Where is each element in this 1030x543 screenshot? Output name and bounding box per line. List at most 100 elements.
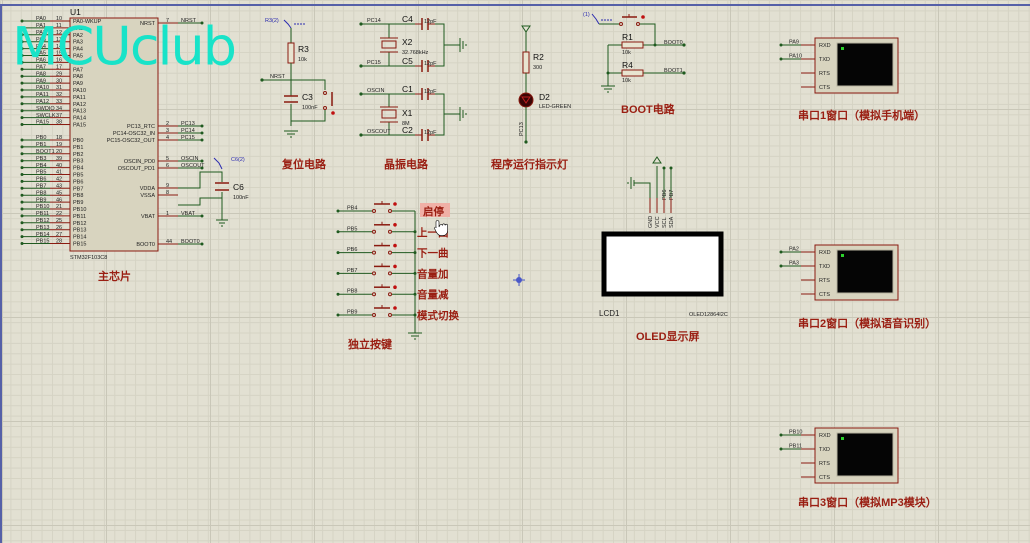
pin-number: 26 bbox=[56, 225, 62, 231]
x1-value: 8M bbox=[402, 121, 410, 127]
c1-value: 12pF bbox=[424, 89, 437, 95]
terminal-screen[interactable] bbox=[836, 432, 894, 477]
pin-net: PA7 bbox=[36, 65, 46, 71]
pin-name: PB12 bbox=[73, 221, 86, 227]
pc14-net: PC14 bbox=[367, 18, 381, 24]
pin-number: 32 bbox=[56, 92, 62, 98]
crystal-x1[interactable] bbox=[380, 106, 398, 123]
reset-circuit[interactable]: R3(2) R3 10k NRST C3 100nF 复位电路 bbox=[260, 18, 335, 171]
boot-button[interactable] bbox=[619, 14, 645, 26]
capacitor-c5[interactable] bbox=[415, 60, 435, 72]
resistor-r1[interactable] bbox=[621, 41, 644, 49]
boot1-net: BOOT1 bbox=[664, 68, 683, 74]
pin-net: PA2 bbox=[36, 30, 46, 36]
capacitor-c6[interactable]: C6 100nF C6(2) bbox=[178, 157, 249, 227]
terminal-title: 串口3窗口（模拟MP3模块） bbox=[798, 495, 937, 509]
pin-net: PA3 bbox=[36, 37, 46, 43]
origin-marker bbox=[513, 274, 525, 286]
led-d2[interactable] bbox=[518, 92, 534, 108]
terminal-screen[interactable] bbox=[836, 42, 894, 87]
crystal-circuit[interactable]: PC14 PC15 OSCIN OSCOUT X2 32.768kHz X1 8… bbox=[359, 14, 467, 171]
terminal-pin-rxd: RXD bbox=[819, 43, 831, 49]
oscout-net: OSCOUT bbox=[367, 129, 391, 135]
resistor-r4[interactable] bbox=[621, 69, 644, 77]
pin-net: PB3 bbox=[36, 156, 46, 162]
led-circuit[interactable]: R2 300 D2 LED-GREEN PC13 程序运行指示灯 bbox=[491, 25, 571, 171]
capacitor-c4[interactable] bbox=[415, 18, 435, 30]
pin-number: 13 bbox=[56, 37, 62, 43]
pin-number: 5 bbox=[166, 156, 169, 162]
terminal-screen[interactable] bbox=[836, 249, 894, 294]
resistor-r2[interactable] bbox=[522, 51, 530, 74]
pin-net: OSCOUT bbox=[181, 163, 205, 169]
oled-display[interactable]: PB6 PB7 GND VCC SCL SDA LCD1 OLED12864I2… bbox=[599, 156, 728, 343]
crystal-x2[interactable] bbox=[380, 37, 398, 53]
capacitor-c2[interactable] bbox=[415, 129, 435, 141]
resistor-r3[interactable] bbox=[287, 42, 295, 64]
pin-name: OSCIN_PD0 bbox=[124, 159, 155, 165]
capacitor-c1[interactable] bbox=[415, 88, 435, 100]
reset-button[interactable] bbox=[323, 91, 335, 115]
pin-name: PA14 bbox=[73, 116, 86, 122]
probe-icon bbox=[591, 13, 600, 25]
mcu-body[interactable] bbox=[69, 17, 159, 252]
boot-circuit[interactable]: (1) R1 10k R4 10k BOOT0 BOOT1 BOOT电路 bbox=[583, 12, 686, 116]
sheet-border-top bbox=[0, 4, 1030, 6]
oled-screen[interactable] bbox=[601, 231, 724, 297]
